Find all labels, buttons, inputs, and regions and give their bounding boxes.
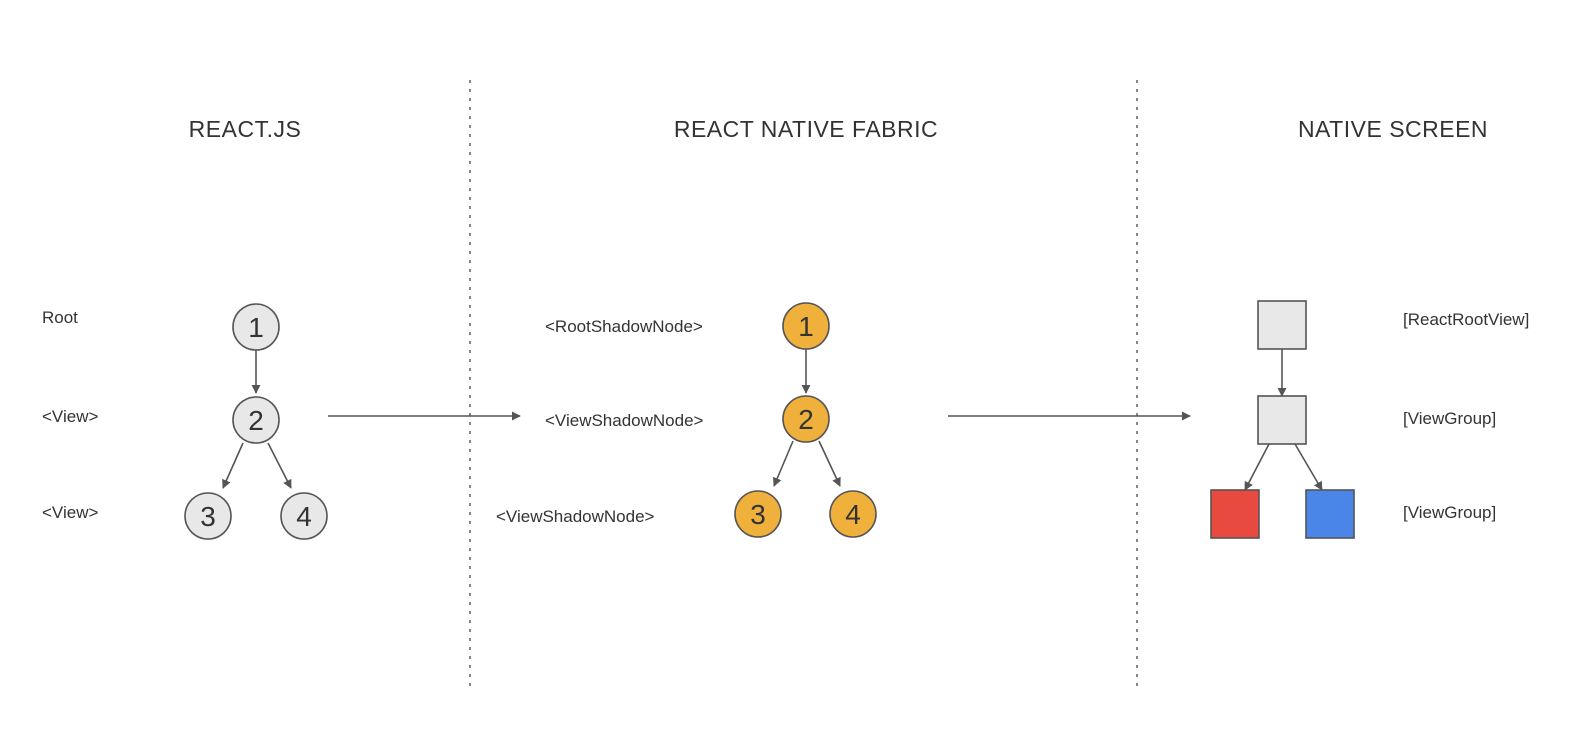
react-js-node-3: 3 bbox=[184, 492, 232, 540]
native-edge-group-blue bbox=[1294, 443, 1323, 491]
fabric-node-1-label: 1 bbox=[798, 311, 814, 342]
react-js-node-1-label: 1 bbox=[248, 312, 264, 343]
native-label-viewgroup-2: [ViewGroup] bbox=[1403, 503, 1496, 522]
fabric-label-root: <RootShadowNode> bbox=[545, 317, 703, 336]
native-view-blue bbox=[1305, 489, 1355, 539]
react-js-node-3-label: 3 bbox=[200, 501, 216, 532]
fabric-node-4-label: 4 bbox=[845, 499, 861, 530]
fabric-edge-2-3 bbox=[773, 440, 794, 487]
react-js-node-2-label: 2 bbox=[248, 405, 264, 436]
react-js-node-4-label: 4 bbox=[296, 501, 312, 532]
react-js-heading: REACT.JS bbox=[189, 116, 302, 142]
react-js-edge-2-4 bbox=[267, 442, 292, 489]
fabric-node-3-label: 3 bbox=[750, 499, 766, 530]
fabric-label-view-2: <ViewShadowNode> bbox=[496, 507, 655, 526]
native-label-root: [ReactRootView] bbox=[1403, 310, 1529, 329]
react-js-label-view-2: <View> bbox=[42, 503, 98, 522]
fabric-node-3: 3 bbox=[734, 490, 782, 538]
fabric-node-2: 2 bbox=[782, 395, 830, 443]
native-edge-group-red bbox=[1244, 443, 1270, 491]
native-view-group bbox=[1257, 395, 1307, 445]
fabric-node-2-label: 2 bbox=[798, 404, 814, 435]
fabric-node-1: 1 bbox=[782, 302, 830, 350]
react-js-edge-2-3 bbox=[222, 442, 244, 489]
native-heading: NATIVE SCREEN bbox=[1298, 116, 1488, 142]
native-view-red bbox=[1210, 489, 1260, 539]
fabric-node-4: 4 bbox=[829, 490, 877, 538]
native-label-viewgroup-1: [ViewGroup] bbox=[1403, 409, 1496, 428]
native-root-view bbox=[1257, 300, 1307, 350]
react-js-node-4: 4 bbox=[280, 492, 328, 540]
react-js-label-view-1: <View> bbox=[42, 407, 98, 426]
fabric-heading: REACT NATIVE FABRIC bbox=[674, 116, 938, 142]
react-js-label-root: Root bbox=[42, 308, 78, 327]
fabric-label-view-1: <ViewShadowNode> bbox=[545, 411, 704, 430]
react-js-node-2: 2 bbox=[232, 396, 280, 444]
react-js-node-1: 1 bbox=[232, 303, 280, 351]
fabric-edge-2-4 bbox=[818, 440, 841, 487]
